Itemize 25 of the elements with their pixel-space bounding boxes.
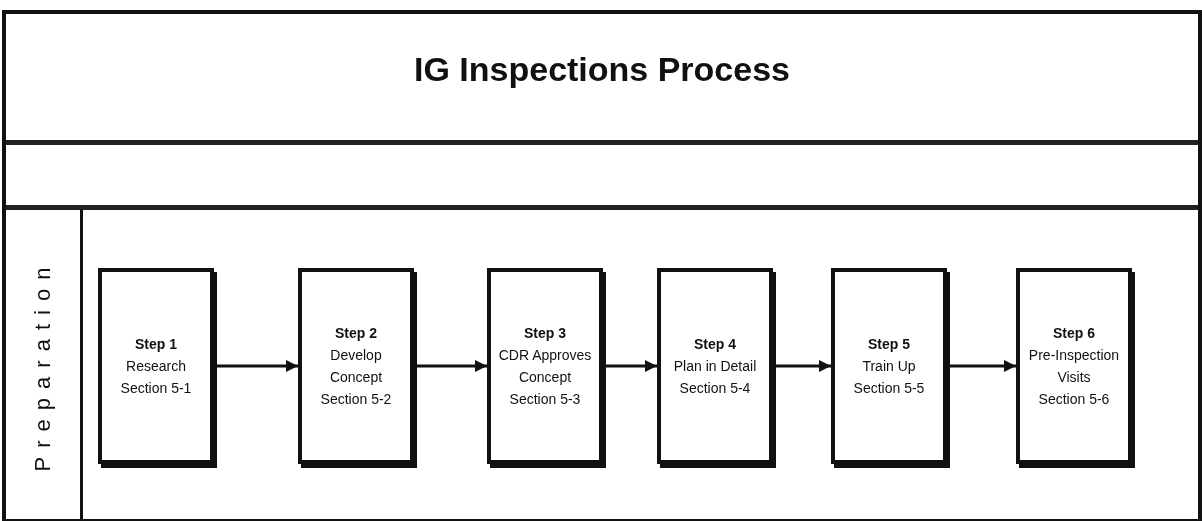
- section-reference: Section 5-1: [120, 379, 192, 398]
- step-heading: Step 3: [524, 324, 566, 343]
- section-reference: Section 5-3: [509, 390, 581, 409]
- section-reference: Section 5-2: [320, 390, 392, 409]
- step-heading: Step 5: [868, 335, 910, 354]
- arrow: [606, 360, 657, 372]
- section-reference: Section 5-5: [853, 379, 925, 398]
- step-name: Research: [126, 357, 186, 376]
- section-reference: Section 5-6: [1038, 390, 1110, 409]
- diagram-title: IG Inspections Process: [414, 50, 790, 89]
- step-heading: Step 6: [1053, 324, 1095, 343]
- step-name: CDR Approves Concept: [497, 346, 593, 387]
- arrow: [950, 360, 1016, 372]
- step-name: Develop Concept: [328, 346, 384, 387]
- section-reference: Section 5-4: [679, 379, 751, 398]
- step-name: Pre-Inspection Visits: [1027, 346, 1121, 387]
- arrow: [217, 360, 298, 372]
- step-heading: Step 1: [135, 335, 177, 354]
- step-name: Train Up: [862, 357, 916, 376]
- step-name: Plan in Detail: [673, 357, 757, 376]
- arrow: [776, 360, 831, 372]
- lane-label: Preparation: [29, 257, 56, 473]
- step-heading: Step 2: [335, 324, 377, 343]
- arrow: [417, 360, 487, 372]
- step-heading: Step 4: [694, 335, 736, 354]
